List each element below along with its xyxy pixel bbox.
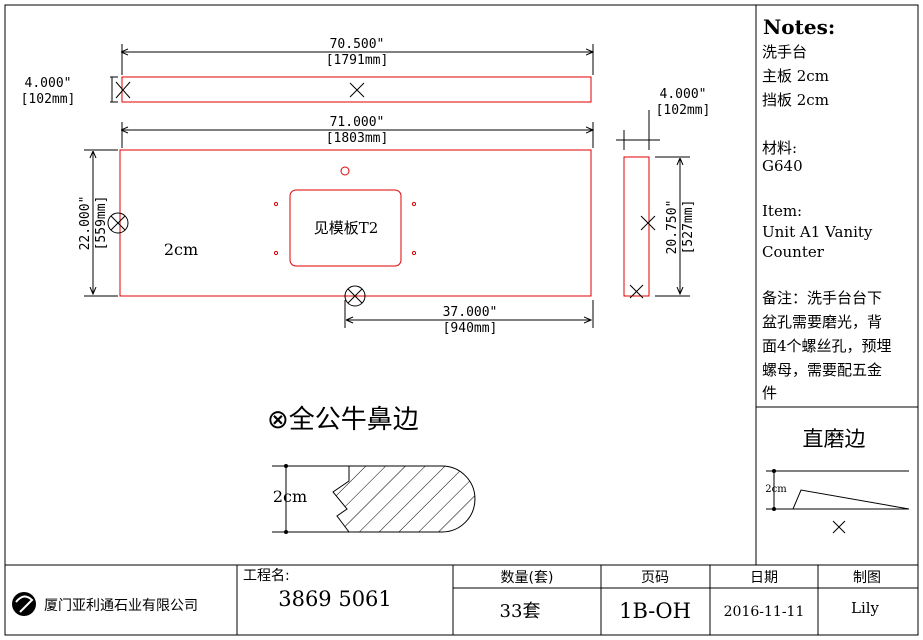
bullnose-symbol [344, 285, 366, 307]
dim-backsplash-height-mm: [102mm] [21, 92, 76, 107]
title-block [5, 564, 918, 635]
dim-side-length: 20.750" [665, 200, 680, 255]
qty-label: 数量(套) [501, 570, 554, 586]
company-name: 厦门亚利通石业有限公司 [44, 598, 198, 614]
bullnose-mark [640, 215, 656, 231]
dim-sink-offset-mm: [940mm] [443, 321, 498, 336]
notes-line: Item: [762, 202, 802, 220]
notes-line: 螺母，需要配五金 [762, 361, 882, 379]
dim-backsplash-width-mm: [1791mm] [326, 53, 389, 68]
bullnose-mark [629, 284, 644, 299]
notes-line: Unit A1 Vanity [762, 223, 873, 241]
straight-edge-title: 直磨边 [803, 427, 866, 451]
dim-top-width-mm: [1803mm] [326, 131, 389, 146]
screw-hole [411, 250, 417, 256]
bullnose-symbol [107, 212, 129, 234]
sink-cutout [289, 189, 402, 267]
dim-side-thickness: 4.000" [660, 87, 707, 102]
faucet-hole [340, 166, 350, 176]
notes-line: 挡板 2cm [762, 91, 829, 109]
notes-title: Notes: [763, 15, 835, 39]
notes-line: G640 [762, 157, 803, 175]
notes-line: 件 [762, 384, 777, 402]
thickness-label: 2cm [164, 240, 198, 259]
dim-top-depth: 22.000" [78, 196, 93, 251]
drawer-label: 制图 [853, 570, 881, 586]
project-value: 3869 5061 [278, 587, 392, 611]
straight-edge-profile [766, 469, 910, 511]
notes-lines: 洗手台 主板 2cm 挡板 2cm 材料: G640 Item: Unit A1… [762, 43, 892, 402]
project-label: 工程名: [243, 568, 290, 584]
dim-top-depth-mm: [559mm] [94, 196, 109, 251]
notes-line: 材料: [762, 139, 797, 157]
notes-line: 主板 2cm [762, 67, 829, 85]
screw-hole [273, 250, 279, 256]
dim-top-width: 71.000" [330, 115, 385, 130]
screw-hole [411, 201, 417, 207]
dim-sink-offset: 37.000" [443, 305, 498, 320]
side-splash-outline [623, 156, 650, 297]
dim-side-thickness-mm: [102mm] [656, 103, 711, 118]
straight-profile-thickness: 2cm [765, 484, 787, 495]
dim-side-length-mm: [527mm] [681, 200, 696, 255]
bullnose-mark [349, 82, 365, 98]
page-label: 页码 [641, 570, 669, 586]
date-label: 日期 [750, 570, 778, 586]
drawer-value: Lily [851, 599, 880, 617]
notes-line: 面4个螺丝孔，预埋 [762, 337, 892, 355]
sink-template-label: 见模板T2 [314, 219, 379, 237]
notes-line: 备注：洗手台台下 [762, 289, 882, 307]
profile-thickness: 2cm [273, 487, 307, 506]
bullnose-mark [115, 81, 131, 99]
notes-line: 洗手台 [762, 43, 807, 61]
company-logo [12, 592, 36, 616]
qty-value: 33套 [500, 601, 541, 622]
close-mark-icon [832, 520, 846, 534]
dim-backsplash-width: 70.500" [330, 37, 385, 52]
notes-line: Counter [762, 243, 825, 261]
sheet-border [4, 4, 919, 636]
dim-backsplash-height: 4.000" [25, 76, 72, 91]
bullnose-profile [272, 464, 476, 534]
date-value: 2016-11-11 [724, 604, 805, 620]
page-value: 1B-OH [619, 599, 691, 623]
notes-line: 盆孔需要磨光，背 [762, 313, 882, 331]
full-bullnose-title: ⊗全公牛鼻边 [267, 405, 419, 435]
screw-hole [273, 201, 279, 207]
